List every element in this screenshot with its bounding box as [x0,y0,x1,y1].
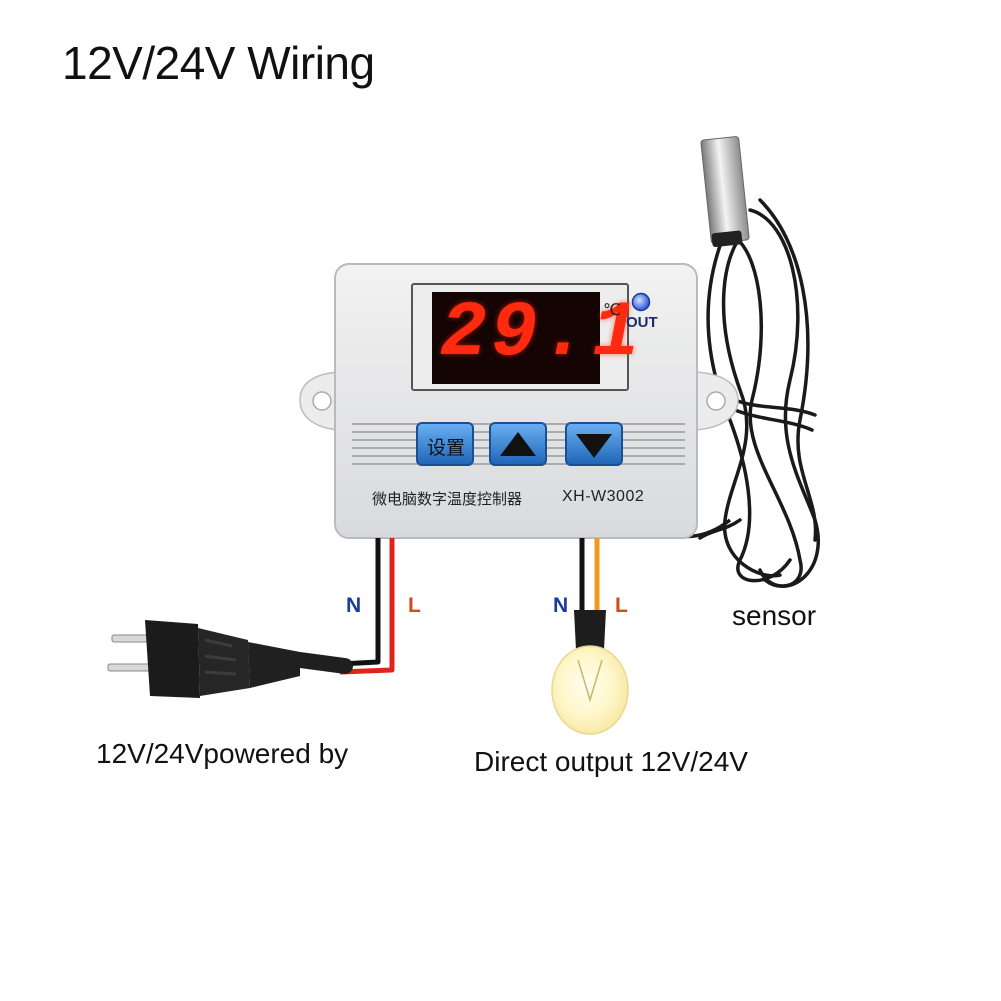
sensor-caption: sensor [732,600,817,631]
mounting-ears [299,371,739,431]
out-label: OUT [626,314,658,331]
output-wires [579,538,600,612]
unit-label: ℃ [603,302,621,319]
bulb-icon [551,610,629,735]
up-arrow-icon [500,432,536,456]
output-caption: Direct output 12V/24V [474,746,748,777]
model-label: XH-W3002 [562,488,645,505]
temperature-probe-icon [700,136,750,248]
set-button[interactable] [416,422,474,466]
down-arrow-icon [576,434,612,458]
output-live-label: L [615,594,628,617]
temperature-display: 29.1 [440,290,644,378]
sensor-cable [698,198,820,588]
controller-case [334,263,698,539]
page-title: 12V/24V Wiring [62,37,375,89]
up-button[interactable] [489,422,547,466]
down-button[interactable] [565,422,623,466]
input-neutral-label: N [346,594,362,617]
plug-icon [107,620,300,698]
panel-label: 微电脑数字温度控制器 [372,490,523,508]
set-button-label: 设置 [426,437,465,459]
input-wires [292,538,395,675]
power-caption: 12V/24Vpowered by [96,738,349,769]
output-neutral-label: N [553,594,569,617]
input-live-label: L [408,594,421,617]
out-led-icon [631,292,651,312]
